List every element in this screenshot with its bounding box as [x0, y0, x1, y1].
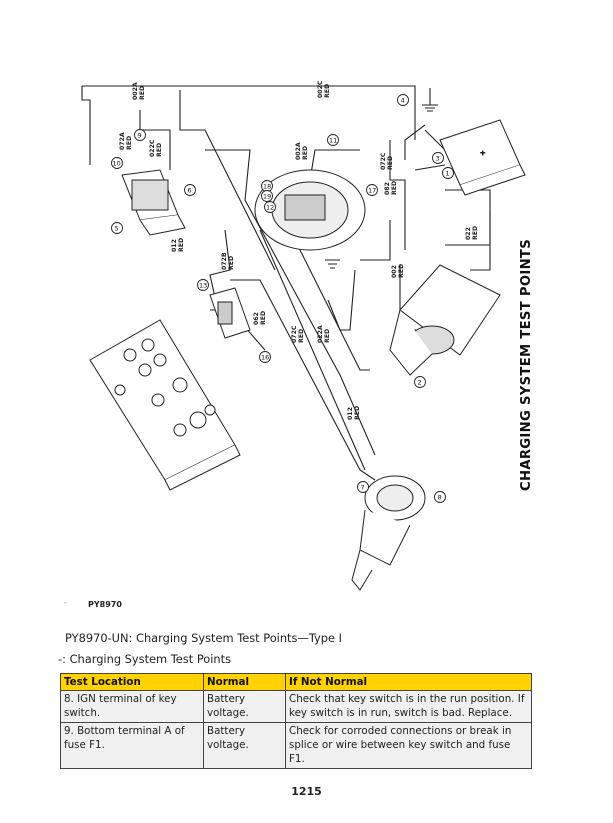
- wire-label: RED: [178, 238, 185, 252]
- wire-label: 002A: [295, 142, 302, 160]
- wire-label: 022C: [149, 139, 156, 157]
- callout: 18: [263, 183, 271, 191]
- wiring-diagram: + 002A RED 002C RED 072A RED 022C RED: [81, 80, 526, 591]
- wire-label: RED: [260, 311, 267, 325]
- callout: 17: [368, 187, 376, 195]
- callout: 10: [113, 160, 121, 168]
- callout: 13: [199, 282, 207, 290]
- svg-text:+: +: [480, 149, 485, 157]
- wire-label: RED: [298, 329, 305, 343]
- callout: 1: [446, 170, 450, 178]
- wire-label: 012: [171, 239, 178, 252]
- side-title: CHARGING SYSTEM TEST POINTS: [519, 238, 534, 491]
- cell-if-not-normal: Check for corroded connections or break …: [285, 722, 532, 769]
- callout: 3: [436, 155, 440, 163]
- callout: 8: [438, 494, 442, 502]
- callout: 4: [401, 97, 405, 105]
- table-header-row: Test Location Normal If Not Normal: [60, 673, 532, 691]
- wire-label: 022: [465, 227, 472, 240]
- cell-if-not-normal: Check that key switch is in the run posi…: [285, 690, 532, 723]
- wire-label: 002A: [132, 82, 139, 100]
- callout: 9: [138, 132, 142, 140]
- header-test-location: Test Location: [60, 673, 204, 691]
- table-row: 9. Bottom terminal A of fuse F1. Battery…: [60, 722, 532, 769]
- wire-label: 022A: [317, 325, 324, 343]
- figure-id: PY8970: [88, 600, 122, 609]
- wire-label: 002C: [317, 80, 324, 98]
- wire-label: 072B: [221, 252, 228, 270]
- table-row: 8. IGN terminal of key switch. Battery v…: [60, 690, 532, 723]
- wire-label: RED: [354, 406, 361, 420]
- wire-label: RED: [472, 226, 479, 240]
- figure-caption: PY8970-UN: Charging System Test Points—T…: [65, 631, 342, 645]
- wire-label: RED: [324, 329, 331, 343]
- wire-label: 072C: [380, 152, 387, 170]
- callout: 5: [115, 225, 119, 233]
- callout: 2: [418, 379, 422, 387]
- cell-normal: Battery voltage.: [203, 690, 286, 723]
- callout: 12: [266, 204, 274, 212]
- wire-label: RED: [302, 146, 309, 160]
- wire-label: RED: [126, 136, 133, 150]
- wire-label: 082: [384, 182, 391, 195]
- callout: 11: [329, 137, 337, 145]
- wire-label: RED: [228, 256, 235, 270]
- page-number: 1215: [291, 785, 322, 798]
- callout: 7: [361, 484, 365, 492]
- table-caption: -: Charging System Test Points: [58, 652, 232, 666]
- wire-label: 072A: [119, 132, 126, 150]
- wire-label: RED: [324, 84, 331, 98]
- wire-label: 012: [347, 407, 354, 420]
- wire-label: 072C: [291, 325, 298, 343]
- cell-test-location: 8. IGN terminal of key switch.: [60, 690, 204, 723]
- header-normal: Normal: [203, 673, 286, 691]
- figure-dash: -: [64, 598, 67, 607]
- wire-label: 062: [253, 312, 260, 325]
- wire-label: RED: [391, 181, 398, 195]
- callout: 6: [188, 187, 192, 195]
- callout: 16: [261, 354, 269, 362]
- header-if-not-normal: If Not Normal: [285, 673, 532, 691]
- test-table: Test Location Normal If Not Normal 8. IG…: [60, 673, 532, 769]
- wire-label: 002: [391, 265, 398, 278]
- wire-label: RED: [387, 156, 394, 170]
- cell-normal: Battery voltage.: [203, 722, 286, 769]
- wire-label: RED: [398, 264, 405, 278]
- cell-test-location: 9. Bottom terminal A of fuse F1.: [60, 722, 204, 769]
- callout: 19: [263, 193, 271, 201]
- wire-label: RED: [139, 86, 146, 100]
- wire-label: RED: [156, 143, 163, 157]
